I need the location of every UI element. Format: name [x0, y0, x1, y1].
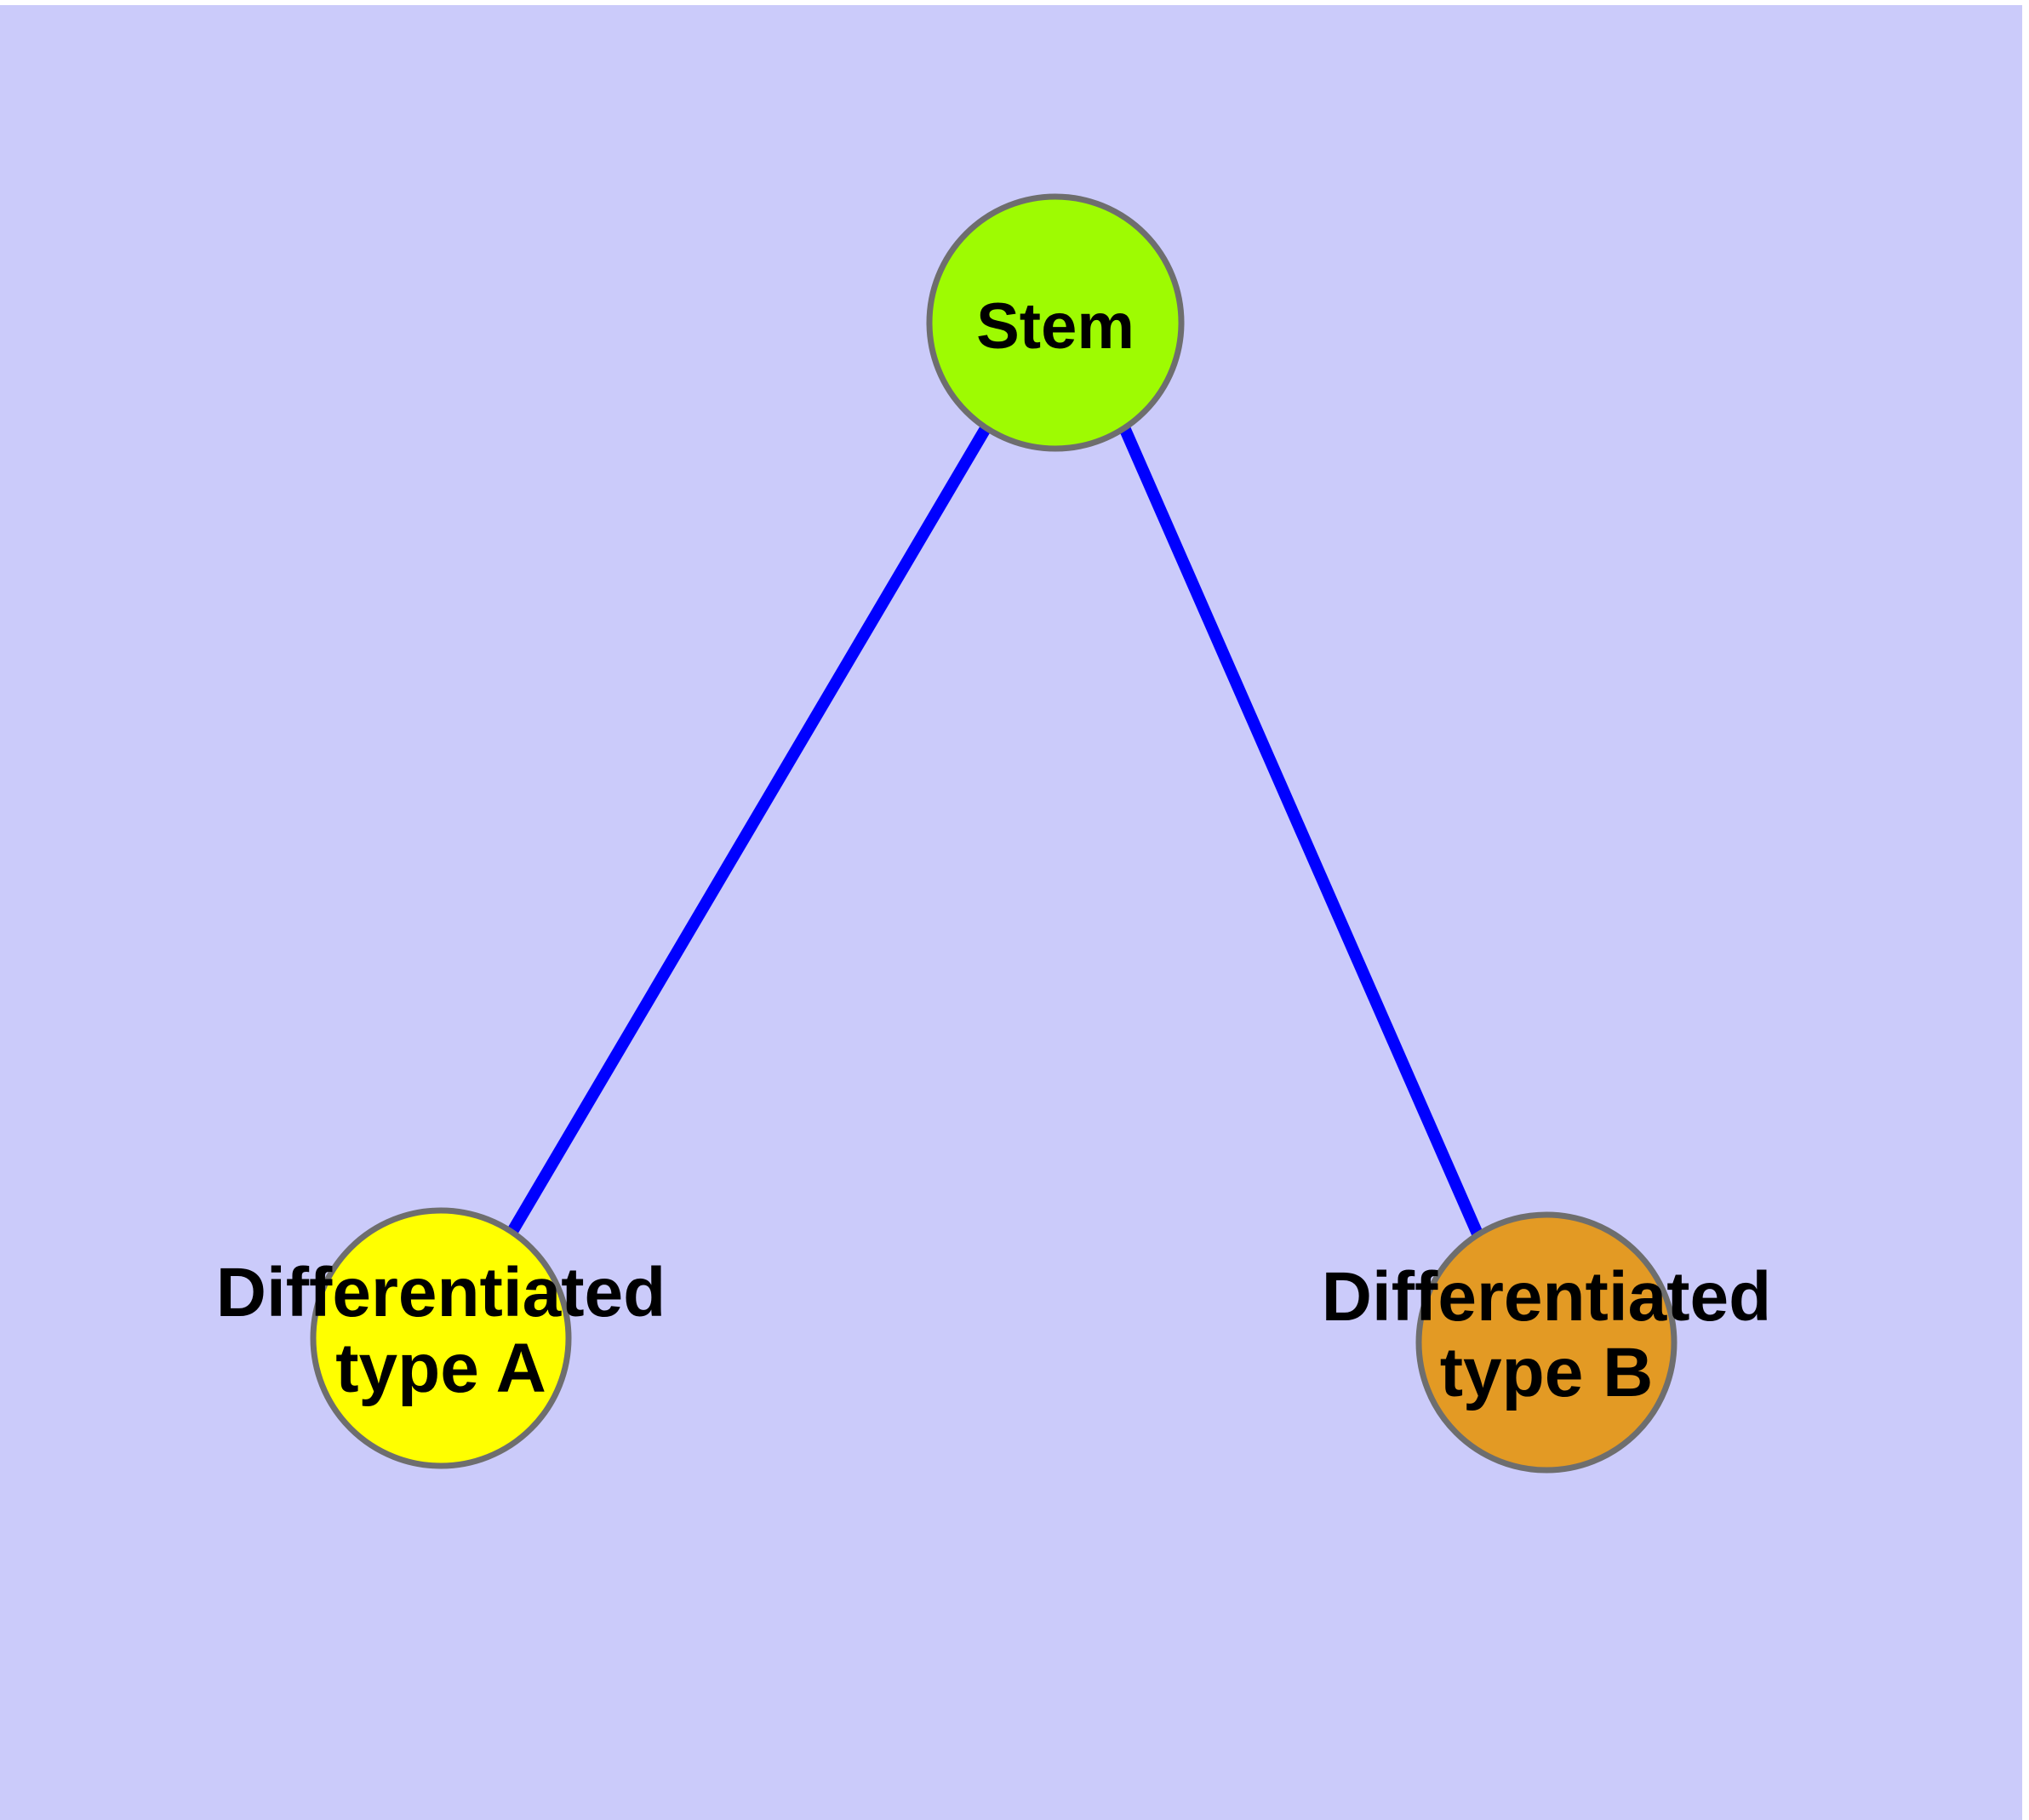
- node-differentiated-type-b-circle[interactable]: [1415, 1211, 1677, 1474]
- node-layer: [310, 193, 1677, 1474]
- edge-stem-to-differentiated-type-a: [505, 422, 993, 1238]
- node-stem-circle[interactable]: [926, 193, 1185, 452]
- node-stem[interactable]: [929, 197, 1181, 449]
- edge-stem-to-differentiated-type-b: [1117, 423, 1485, 1240]
- edge-layer: [505, 422, 1485, 1240]
- node-differentiated-type-a-circle[interactable]: [310, 1207, 572, 1469]
- graph-svg: [310, 193, 1677, 1474]
- node-differentiated-type-b[interactable]: [1419, 1215, 1674, 1470]
- node-differentiated-type-a[interactable]: [313, 1210, 569, 1466]
- graph-plot-area: Stem Differentiated type A Differentiate…: [0, 5, 2022, 1820]
